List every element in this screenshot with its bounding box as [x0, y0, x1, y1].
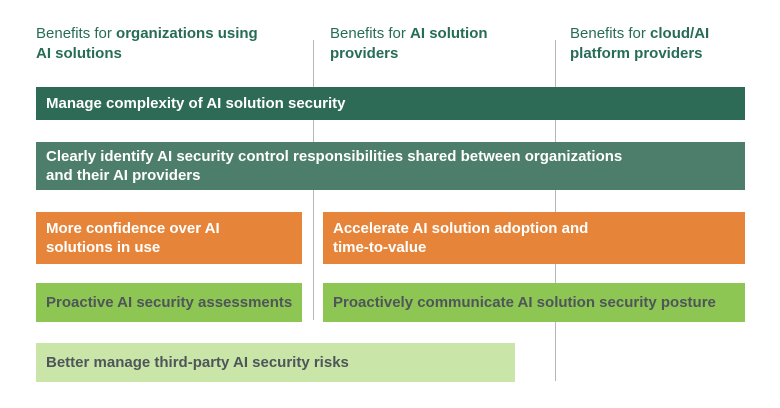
- header-line: platform providers: [570, 45, 703, 62]
- header-bold: organizations using: [116, 25, 258, 42]
- header-line: providers: [330, 45, 399, 62]
- header-line: Benefits for cloud/AI: [570, 24, 709, 44]
- benefit-bar-thirdparty-risks: Better manage third-party AI security ri…: [36, 343, 515, 382]
- benefit-bar-proactive-assessments: Proactive AI security assessments: [36, 283, 302, 322]
- bar-label: Accelerate AI solution adoption and: [333, 220, 589, 237]
- bar-label: solutions in use: [46, 239, 161, 256]
- column-header-solution-providers: Benefits for AI solution providers: [330, 24, 488, 64]
- column-header-organizations: Benefits for organizations using AI solu…: [36, 24, 258, 64]
- header-bold: cloud/AI: [650, 25, 710, 42]
- column-header-platform-providers: Benefits for cloud/AI platform providers: [570, 24, 709, 64]
- header-prefix: Benefits for: [570, 25, 646, 42]
- bar-label: Better manage third-party AI security ri…: [46, 354, 349, 371]
- bar-label: More confidence over AI: [46, 220, 220, 237]
- bar-label: Proactive AI security assessments: [46, 294, 293, 311]
- header-line: AI solutions: [36, 45, 122, 62]
- header-prefix: Benefits for: [330, 25, 406, 42]
- header-line: Benefits for AI solution: [330, 24, 488, 44]
- benefit-bar-manage-complexity: Manage complexity of AI solution securit…: [36, 87, 745, 120]
- benefit-bar-accelerate-adoption: Accelerate AI solution adoption and time…: [323, 212, 745, 264]
- bar-label: Proactively communicate AI solution secu…: [333, 294, 716, 311]
- header-line: Benefits for organizations using: [36, 24, 258, 44]
- bar-label: Clearly identify AI security control res…: [46, 148, 623, 165]
- bar-label: and their AI providers: [46, 167, 201, 184]
- header-prefix: Benefits for: [36, 25, 112, 42]
- benefit-bar-more-confidence: More confidence over AI solutions in use: [36, 212, 302, 264]
- bar-label: time-to-value: [333, 239, 427, 256]
- column-divider-2: [555, 40, 556, 381]
- bar-label: Manage complexity of AI solution securit…: [46, 95, 346, 112]
- benefit-bar-identify-responsibilities: Clearly identify AI security control res…: [36, 142, 745, 190]
- header-bold: AI solution: [410, 25, 488, 42]
- benefit-bar-communicate-posture: Proactively communicate AI solution secu…: [323, 283, 745, 322]
